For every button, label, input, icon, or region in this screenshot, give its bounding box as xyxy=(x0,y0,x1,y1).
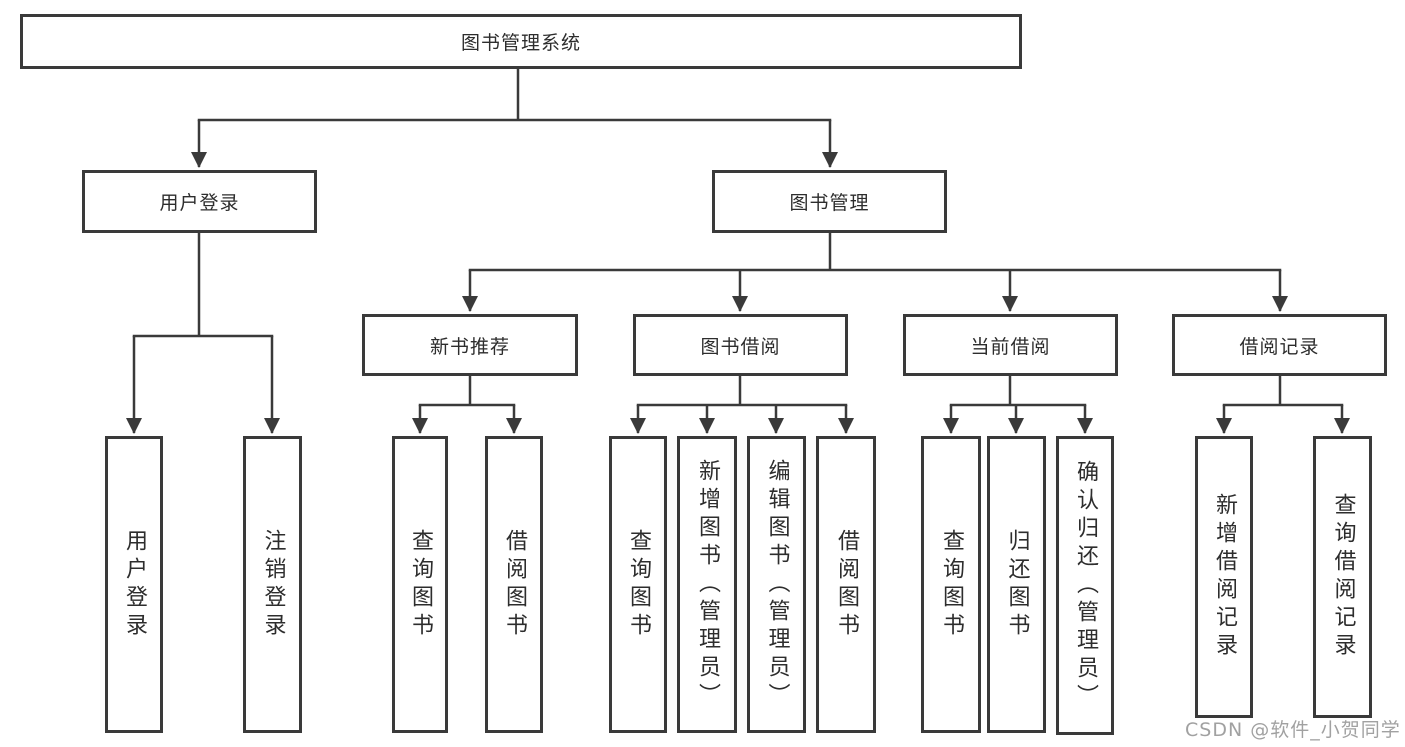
node-book-borrow: 图书借阅 xyxy=(633,314,848,376)
node-book-management-label: 图书管理 xyxy=(789,192,870,214)
connector-borrow-record xyxy=(1216,376,1350,434)
node-book-borrow-label: 图书借阅 xyxy=(700,335,781,358)
connector-user-login xyxy=(126,233,280,434)
leaf-record-add: 新增借阅记录 xyxy=(1195,436,1253,718)
leaf-newbook-query: 查询图书 xyxy=(392,436,448,733)
leaf-borrow-add-admin: 新增图书（管理员） xyxy=(677,436,737,733)
node-new-book-recommend: 新书推荐 xyxy=(362,314,578,376)
node-current-borrow: 当前借阅 xyxy=(903,314,1118,376)
node-root-label: 图书管理系统 xyxy=(460,32,581,54)
leaf-newbook-borrow: 借阅图书 xyxy=(485,436,543,733)
node-borrow-record-label: 借阅记录 xyxy=(1239,335,1320,358)
leaf-current-query: 查询图书 xyxy=(921,436,981,733)
csdn-watermark: CSDN @软件_小贺同学 xyxy=(1185,719,1401,741)
connector-book-management xyxy=(462,233,1288,312)
node-user-login: 用户登录 xyxy=(82,170,317,233)
leaf-borrow-book: 借阅图书 xyxy=(816,436,876,733)
leaf-borrow-add-admin-label: 新增图书（管理员） xyxy=(695,458,720,711)
leaf-newbook-query-label: 查询图书 xyxy=(408,528,433,641)
node-root: 图书管理系统 xyxy=(20,14,1022,69)
connector-current-borrow xyxy=(943,376,1093,434)
node-current-borrow-label: 当前借阅 xyxy=(970,335,1051,358)
leaf-borrow-edit-admin-label: 编辑图书（管理员） xyxy=(764,458,790,711)
leaf-return-book-label: 归还图书 xyxy=(1004,528,1030,641)
leaf-borrow-query: 查询图书 xyxy=(609,436,667,733)
node-book-management: 图书管理 xyxy=(712,170,947,233)
leaf-record-query: 查询借阅记录 xyxy=(1313,436,1372,718)
leaf-logout: 注销登录 xyxy=(243,436,302,733)
connector-new-book xyxy=(412,376,522,434)
leaf-record-query-label: 查询借阅记录 xyxy=(1330,493,1356,661)
leaf-current-query-label: 查询图书 xyxy=(939,528,964,641)
leaf-confirm-return-admin-label: 确认归还（管理员） xyxy=(1073,459,1098,712)
leaf-newbook-borrow-label: 借阅图书 xyxy=(502,528,527,641)
connector-root xyxy=(191,68,838,168)
leaf-confirm-return-admin: 确认归还（管理员） xyxy=(1056,436,1114,735)
leaf-borrow-query-label: 查询图书 xyxy=(626,528,651,641)
leaf-user-login: 用户登录 xyxy=(105,436,163,733)
node-new-book-recommend-label: 新书推荐 xyxy=(429,335,510,358)
leaf-borrow-book-label: 借阅图书 xyxy=(834,528,859,641)
node-user-login-label: 用户登录 xyxy=(159,192,240,214)
connector-book-borrow xyxy=(630,376,854,434)
leaf-user-login-label: 用户登录 xyxy=(122,528,147,641)
leaf-logout-label: 注销登录 xyxy=(260,528,286,641)
leaf-borrow-edit-admin: 编辑图书（管理员） xyxy=(747,436,806,733)
leaf-return-book: 归还图书 xyxy=(987,436,1046,733)
node-borrow-record: 借阅记录 xyxy=(1172,314,1387,376)
leaf-record-add-label: 新增借阅记录 xyxy=(1212,493,1237,661)
